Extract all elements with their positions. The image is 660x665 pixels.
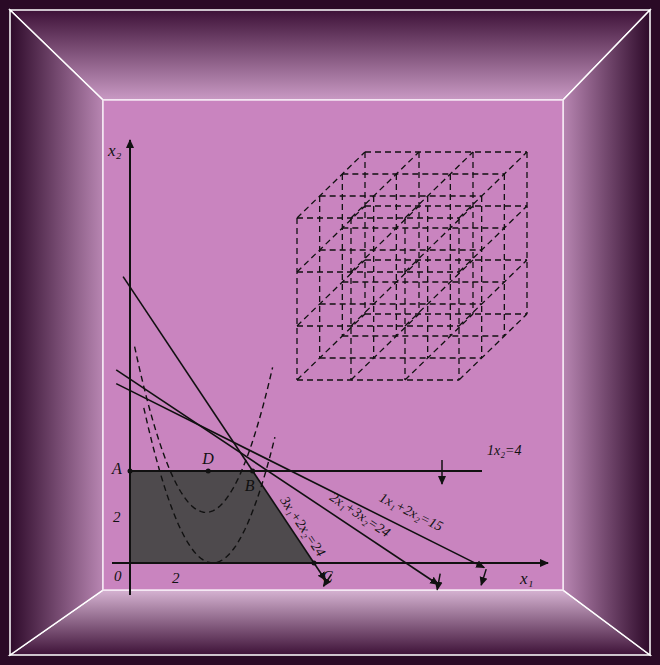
tick-label: 0	[114, 569, 122, 584]
vertex-point	[128, 469, 133, 474]
cube-edge	[373, 196, 374, 358]
cube-edge	[297, 379, 459, 380]
frame-wall	[563, 10, 650, 655]
axis-label: x₂	[108, 142, 121, 159]
cube-edge	[459, 260, 527, 326]
cube-edge	[351, 206, 419, 272]
cube-edge	[350, 218, 351, 380]
point-label: A	[112, 461, 122, 477]
cube-edge	[320, 249, 482, 250]
cube-edge	[405, 206, 473, 272]
direction-arrow	[481, 569, 486, 585]
cube-edge	[427, 196, 428, 358]
cube-edge	[404, 218, 405, 380]
cube-edge	[342, 173, 504, 174]
constraint-line	[130, 470, 482, 472]
vertex-point	[250, 469, 255, 474]
cube-edge	[351, 314, 419, 380]
panel	[103, 100, 563, 590]
point-label: C	[322, 569, 333, 585]
frame-wall	[10, 590, 650, 655]
frame-wall	[10, 10, 103, 655]
equation-label: 1x₂=4	[487, 444, 522, 458]
axis	[112, 562, 548, 564]
constraint-line	[116, 384, 484, 568]
cube-edge	[297, 217, 459, 218]
cube-edge	[459, 206, 527, 272]
cube-edge	[459, 152, 527, 218]
axis-label: x₁	[520, 570, 533, 587]
cube-edge	[365, 151, 527, 152]
cube-edge	[297, 325, 459, 326]
cube-edge	[418, 152, 419, 314]
direction-arrow	[437, 574, 440, 590]
cube-edge	[297, 260, 365, 326]
cube-edge	[364, 152, 365, 314]
cube-edge	[365, 205, 527, 206]
axis	[129, 140, 131, 595]
vertex-point	[206, 469, 211, 474]
cube-edge	[297, 152, 365, 218]
tick-label: 2	[172, 571, 180, 586]
cube-edge	[351, 260, 419, 326]
cube-edge	[342, 281, 504, 282]
cube-edge	[504, 174, 505, 336]
direction-arrow	[441, 460, 443, 484]
cube-edge	[342, 227, 504, 228]
cube-edge	[351, 152, 419, 218]
cube-edge	[320, 357, 482, 358]
cube-edge	[297, 206, 365, 272]
cube-edge	[297, 314, 365, 380]
frame-wall	[10, 10, 650, 100]
cube-edge	[297, 271, 459, 272]
cube-edge	[405, 260, 473, 326]
cube-edge	[342, 174, 343, 336]
lp-graph	[112, 140, 548, 595]
cube-edge	[396, 174, 397, 336]
tick-label: 2	[113, 510, 121, 525]
constraint-line	[116, 370, 438, 585]
cube-edge	[296, 218, 297, 380]
cube-edge	[526, 152, 527, 314]
vertex-point	[312, 561, 317, 566]
cube-edge	[459, 314, 527, 380]
wireframe-cube	[297, 152, 527, 380]
cube-edge	[458, 218, 459, 380]
cube-edge	[405, 152, 473, 218]
point-label: B	[245, 478, 255, 494]
cube-edge	[472, 152, 473, 314]
cube-edge	[365, 259, 527, 260]
objective-curve	[135, 347, 273, 513]
cube-edge	[342, 335, 504, 336]
cube-edge	[450, 174, 451, 336]
cube-edge	[320, 195, 482, 196]
cube-edge	[405, 314, 473, 380]
cube-edge	[481, 196, 482, 358]
cube-edge	[365, 313, 527, 314]
constraint-line	[123, 277, 325, 581]
point-label: D	[202, 451, 214, 467]
cube-edge	[319, 196, 320, 358]
cube-edge	[320, 303, 482, 304]
